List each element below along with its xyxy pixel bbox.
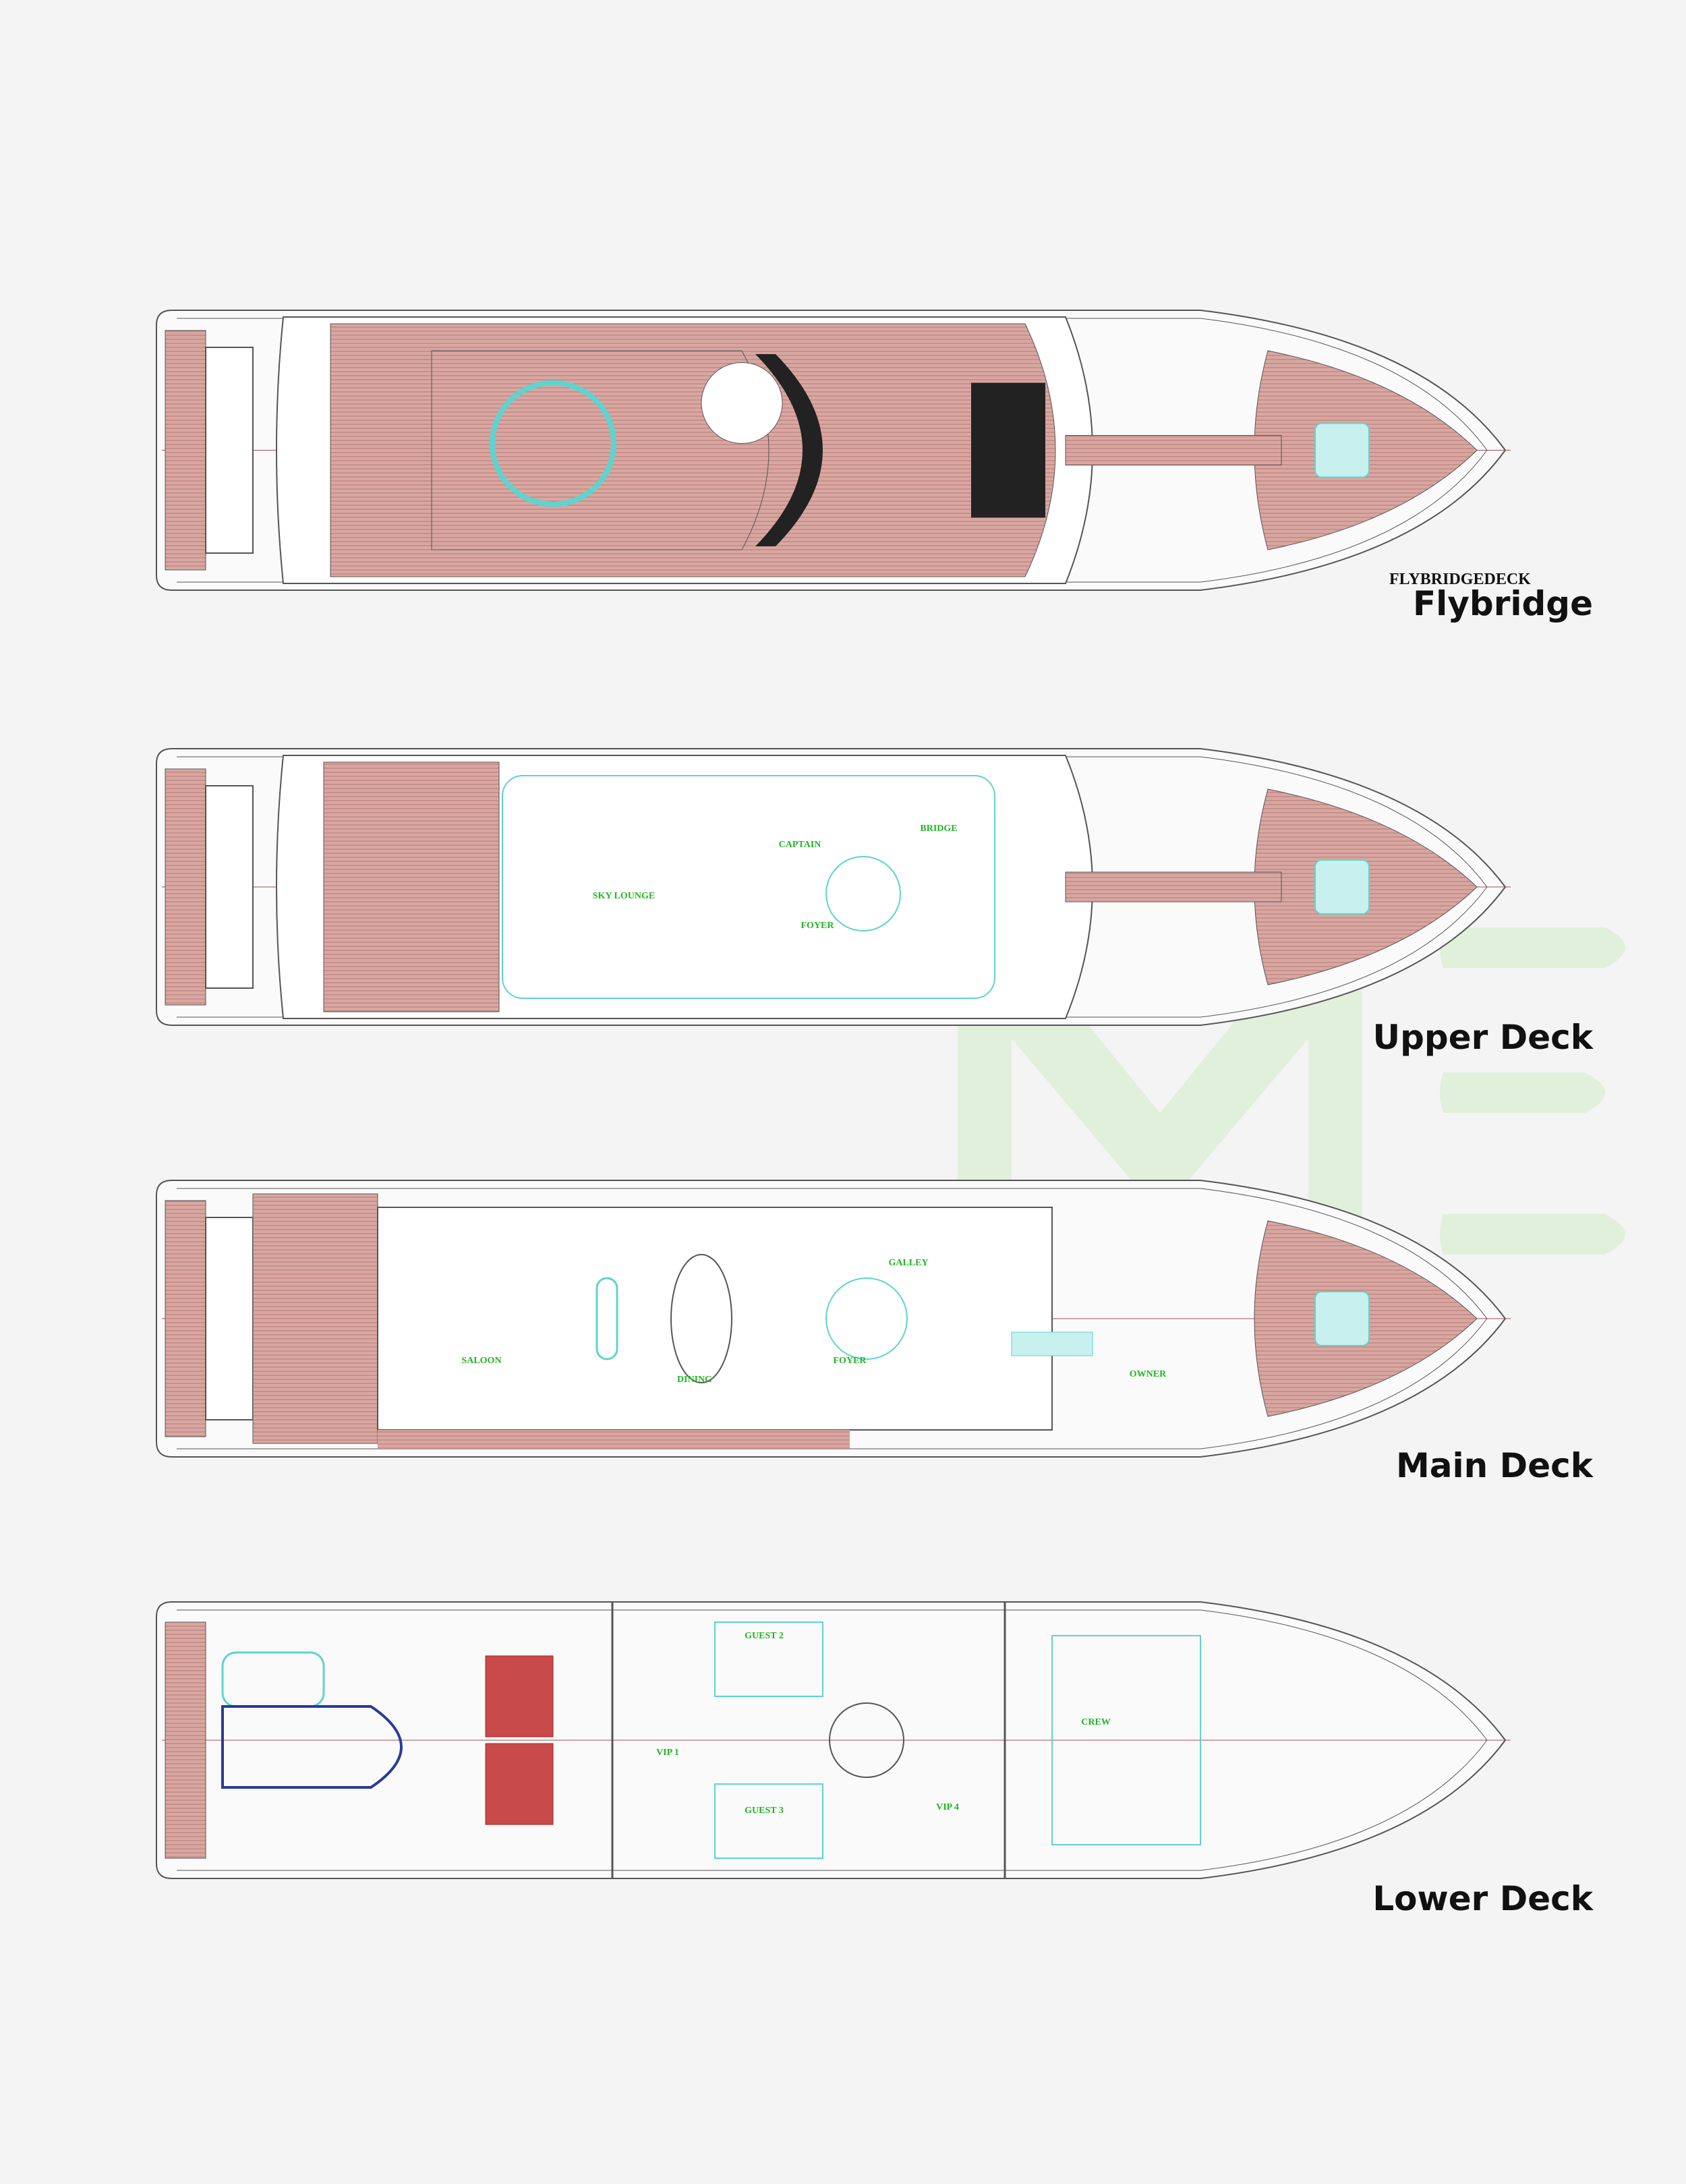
windscreen <box>755 354 823 546</box>
tender <box>221 1705 403 1789</box>
bow-jacuzzi <box>1314 422 1370 478</box>
room-label-crew: CREW <box>1081 1717 1111 1727</box>
spiral-staircase <box>825 856 901 931</box>
stern-stairs <box>205 347 254 554</box>
saloon-table <box>595 1277 618 1360</box>
foredeck-walkway <box>1065 871 1282 902</box>
room-label-vip-4: VIP 4 <box>936 1802 959 1812</box>
room-label-guest-2: GUEST 2 <box>745 1631 784 1641</box>
aft-deck <box>323 761 500 1012</box>
room-label-captain: CAPTAIN <box>779 840 821 850</box>
main-interior <box>377 1207 1053 1431</box>
lower-deck-caption: Lower Deck <box>1372 1879 1594 1918</box>
room-label-sky-lounge: SKY LOUNGE <box>593 891 655 901</box>
dining-table <box>701 362 783 444</box>
room-label-foyer-main: FOYER <box>834 1356 867 1366</box>
side-deck <box>378 1430 850 1449</box>
room-label-foyer-upper: FOYER <box>801 921 835 931</box>
deck-fly <box>156 310 1511 591</box>
flybridge-drawing-title: FLYBRIDGEDECK <box>1389 571 1531 588</box>
spiral-staircase <box>829 1702 904 1778</box>
swim-platform <box>165 768 206 1006</box>
swim-platform <box>165 1200 206 1437</box>
sky-lounge-interior <box>502 775 995 999</box>
main-deck-caption: Main Deck <box>1396 1446 1594 1485</box>
upper-deck-caption: Upper Deck <box>1373 1018 1594 1057</box>
room-label-vip-1: VIP 1 <box>656 1748 679 1758</box>
engine-starboard <box>485 1743 554 1825</box>
circular-sofa <box>490 380 616 507</box>
room-label-guest-3: GUEST 3 <box>745 1806 784 1816</box>
foredeck-walkway <box>1065 435 1282 465</box>
bow-jacuzzi <box>1314 859 1370 915</box>
room-label-galley: GALLEY <box>888 1258 928 1268</box>
deck-upper <box>156 748 1511 1026</box>
swim-platform <box>165 330 206 571</box>
room-label-dining: DINING <box>677 1375 712 1385</box>
swim-platform <box>165 1621 206 1859</box>
aft-deck <box>252 1193 378 1444</box>
stern-stairs <box>205 785 254 989</box>
room-label-bridge: BRIDGE <box>920 824 957 834</box>
room-label-owner: OWNER <box>1130 1369 1167 1379</box>
flybridge-caption: Flybridge <box>1413 584 1593 623</box>
guest-3-cabin <box>714 1783 823 1859</box>
deck-main <box>156 1180 1511 1458</box>
room-label-saloon: SALOON <box>461 1356 501 1366</box>
engine-port <box>485 1655 554 1737</box>
radar-arch <box>971 382 1045 518</box>
stern-stairs <box>205 1217 254 1420</box>
guest-2-cabin <box>714 1621 823 1697</box>
dining-table <box>670 1254 732 1383</box>
walk-in-closet <box>1011 1331 1093 1356</box>
crew-quarters <box>1051 1635 1201 1845</box>
bow-jacuzzi <box>1314 1291 1370 1346</box>
deck-lower <box>156 1601 1511 1879</box>
spiral-staircase <box>825 1277 908 1360</box>
